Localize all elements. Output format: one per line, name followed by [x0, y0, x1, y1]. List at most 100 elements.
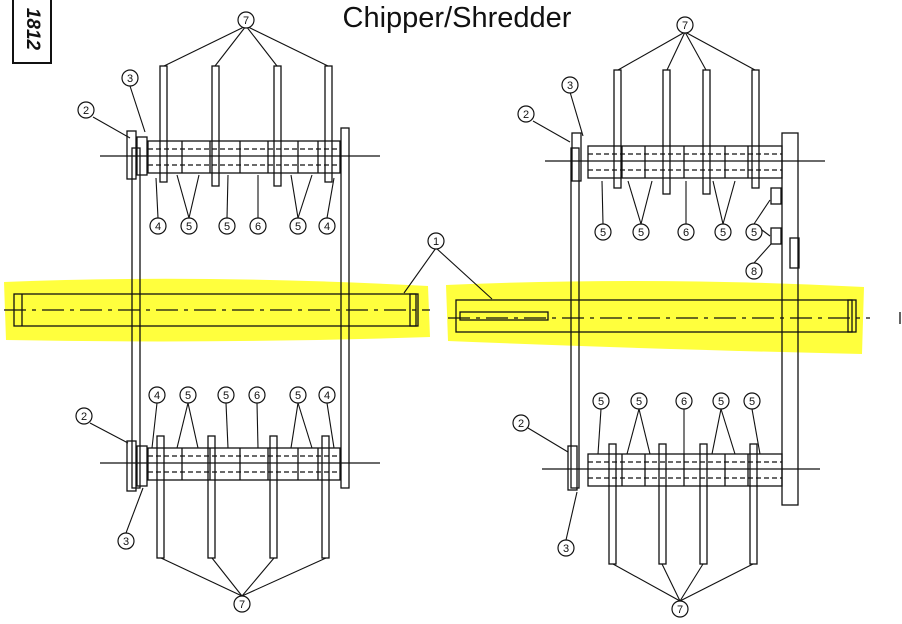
callout-circle — [712, 392, 730, 410]
callout-circle — [180, 217, 198, 235]
callout-number: 5 — [751, 227, 757, 239]
callout-circle — [148, 386, 166, 404]
callout-item-5: 5 — [289, 386, 307, 404]
upper-bearing — [126, 130, 137, 180]
callout-item-5: 5 — [218, 217, 236, 235]
callout-circle — [671, 600, 689, 618]
right-assembly — [448, 69, 901, 565]
callout-item-5: 5 — [289, 217, 307, 235]
callout-item-8: 8 — [745, 262, 763, 280]
callout-number: 5 — [224, 221, 230, 233]
left-assembly — [4, 65, 430, 559]
callout-number: 5 — [638, 227, 644, 239]
callout-number: 2 — [518, 418, 524, 430]
callout-circle — [632, 223, 650, 241]
lower-bearing — [567, 445, 578, 491]
callout-item-6: 6 — [249, 217, 267, 235]
callout-circle — [557, 539, 575, 557]
callout-number: 4 — [154, 390, 160, 402]
callout-item-1: 1 — [427, 232, 445, 250]
callout-item-5: 5 — [714, 223, 732, 241]
callout-number: 5 — [749, 396, 755, 408]
callout-item-5: 5 — [180, 217, 198, 235]
callout-circle — [217, 386, 235, 404]
callout-circle — [318, 217, 336, 235]
callout-item-5: 5 — [179, 386, 197, 404]
callout-circle — [289, 217, 307, 235]
lower-hammers — [156, 435, 330, 559]
callout-circle — [714, 223, 732, 241]
callout-item-7: 7 — [233, 595, 251, 613]
callout-circle — [677, 223, 695, 241]
lower-rotor-bar — [147, 447, 341, 481]
callout-item-3: 3 — [557, 539, 575, 557]
callout-circle — [592, 392, 610, 410]
callout-item-3: 3 — [561, 76, 579, 94]
callout-circle — [517, 105, 535, 123]
callout-item-6: 6 — [675, 392, 693, 410]
callout-circle — [427, 232, 445, 250]
right-side-plate — [781, 132, 799, 506]
upper-spacers — [621, 146, 749, 178]
callout-number: 5 — [598, 396, 604, 408]
callout-item-5: 5 — [594, 223, 612, 241]
callout-number: 4 — [324, 390, 330, 402]
callout-circle — [630, 392, 648, 410]
upper-hammers — [613, 69, 760, 195]
callout-number: 5 — [295, 221, 301, 233]
callout-number: 3 — [563, 543, 569, 555]
callout-circle — [512, 414, 530, 432]
callout-item-4: 4 — [148, 386, 166, 404]
callout-circle — [218, 217, 236, 235]
callout-number: 6 — [683, 227, 689, 239]
callout-number: 6 — [255, 221, 261, 233]
callout-number: 5 — [185, 390, 191, 402]
callout-number: 5 — [600, 227, 606, 239]
callout-number: 3 — [123, 536, 129, 548]
upper-hammers — [159, 65, 333, 187]
callout-circle — [77, 101, 95, 119]
callout-circle — [745, 223, 763, 241]
callout-item-5: 5 — [592, 392, 610, 410]
callout-number: 7 — [243, 15, 249, 27]
right-side-plate — [340, 127, 350, 489]
callout-number: 3 — [567, 80, 573, 92]
callout-item-2: 2 — [512, 414, 530, 432]
callout-number: 7 — [677, 604, 683, 616]
callout-circle — [249, 217, 267, 235]
left-main-shaft — [4, 293, 430, 327]
lower-rotor-bar — [587, 453, 783, 487]
callout-number: 5 — [223, 390, 229, 402]
callout-number: 6 — [681, 396, 687, 408]
side-tag-number: 1812 — [22, 7, 43, 51]
callout-number: 3 — [127, 73, 133, 85]
lower-spacers — [181, 448, 319, 480]
callout-circle — [676, 16, 694, 34]
upper-rotor-bar — [587, 145, 783, 179]
callout-circle — [675, 392, 693, 410]
callout-circle — [233, 595, 251, 613]
lower-bearing — [126, 440, 137, 492]
callout-circle — [743, 392, 761, 410]
callout-item-5: 5 — [712, 392, 730, 410]
side-tag-box: 1812 — [12, 0, 52, 64]
callout-item-3: 3 — [117, 532, 135, 550]
callout-item-2: 2 — [75, 407, 93, 425]
callout-item-5: 5 — [630, 392, 648, 410]
callout-circle — [237, 11, 255, 29]
callout-number: 1 — [433, 236, 439, 248]
callout-circle — [117, 532, 135, 550]
lower-spacers — [621, 454, 749, 486]
upper-spacers — [181, 141, 319, 173]
callout-number: 5 — [720, 227, 726, 239]
callout-number: 2 — [81, 411, 87, 423]
callout-circle — [149, 217, 167, 235]
callout-item-7: 7 — [676, 16, 694, 34]
callout-item-2: 2 — [77, 101, 95, 119]
callout-circle — [289, 386, 307, 404]
callout-number: 4 — [324, 221, 330, 233]
callout-circle — [745, 262, 763, 280]
callout-item-5: 5 — [745, 223, 763, 241]
